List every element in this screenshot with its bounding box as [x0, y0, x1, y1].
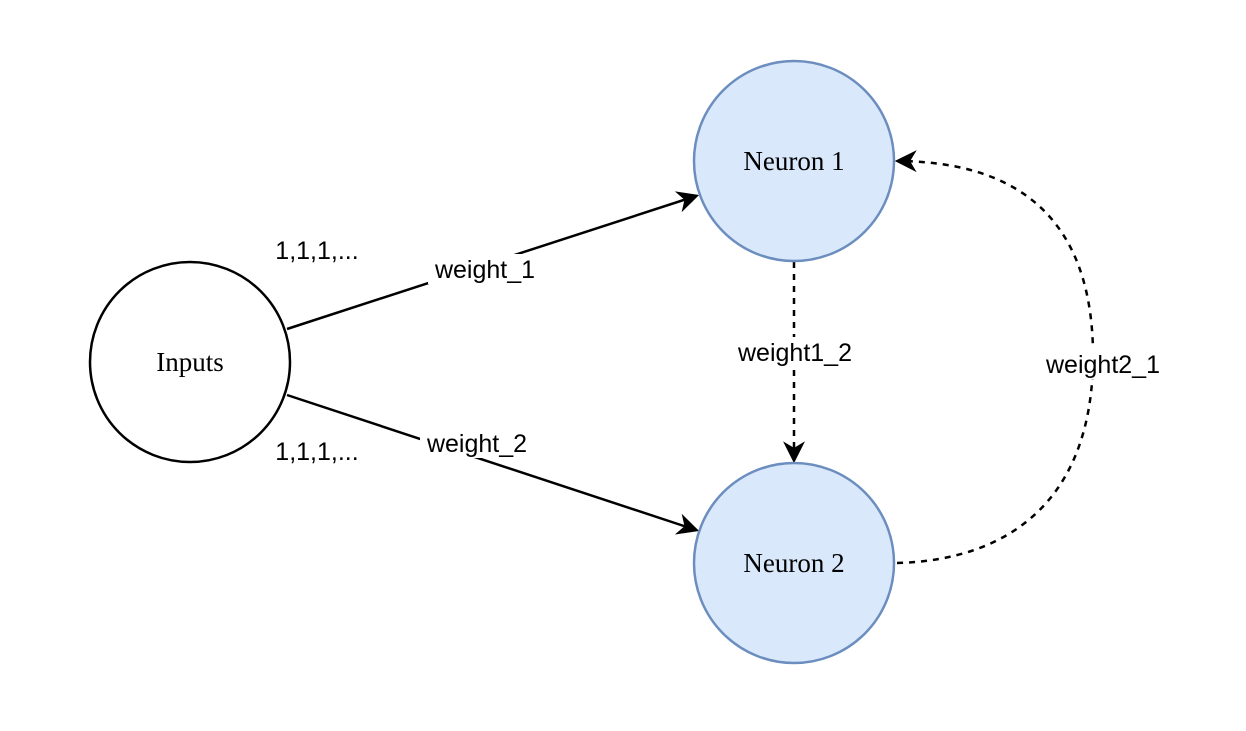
- neuron-1-circle: [692, 59, 896, 263]
- node-neuron-1[interactable]: Neuron 1: [692, 59, 896, 263]
- neuron-2-circle: [692, 461, 896, 665]
- weight-1-label: weight_1: [434, 256, 535, 284]
- input-values-bottom: 1,1,1,...: [275, 438, 358, 466]
- inputs-circle: [88, 260, 292, 464]
- input-values-top: 1,1,1,...: [275, 237, 358, 265]
- weight1-2-label: weight1_2: [737, 339, 852, 367]
- edge-label-weight1-2: weight1_2: [737, 337, 852, 367]
- weight-2-label: weight_2: [426, 430, 527, 458]
- edge-weight-2: [286, 393, 700, 535]
- node-neuron-2[interactable]: Neuron 2: [692, 461, 896, 665]
- weight2-1-label: weight2_1: [1045, 351, 1160, 379]
- edge-label-weight-2: weight_2: [420, 428, 534, 458]
- inputs-label: Inputs: [156, 347, 224, 377]
- node-inputs[interactable]: Inputs: [88, 260, 292, 464]
- edge-label-weight2-1: weight2_1: [1038, 349, 1168, 379]
- edge-label-weight-1: weight_1: [428, 254, 542, 284]
- neuron-1-label: Neuron 1: [743, 146, 844, 176]
- neuron-2-label: Neuron 2: [743, 548, 844, 578]
